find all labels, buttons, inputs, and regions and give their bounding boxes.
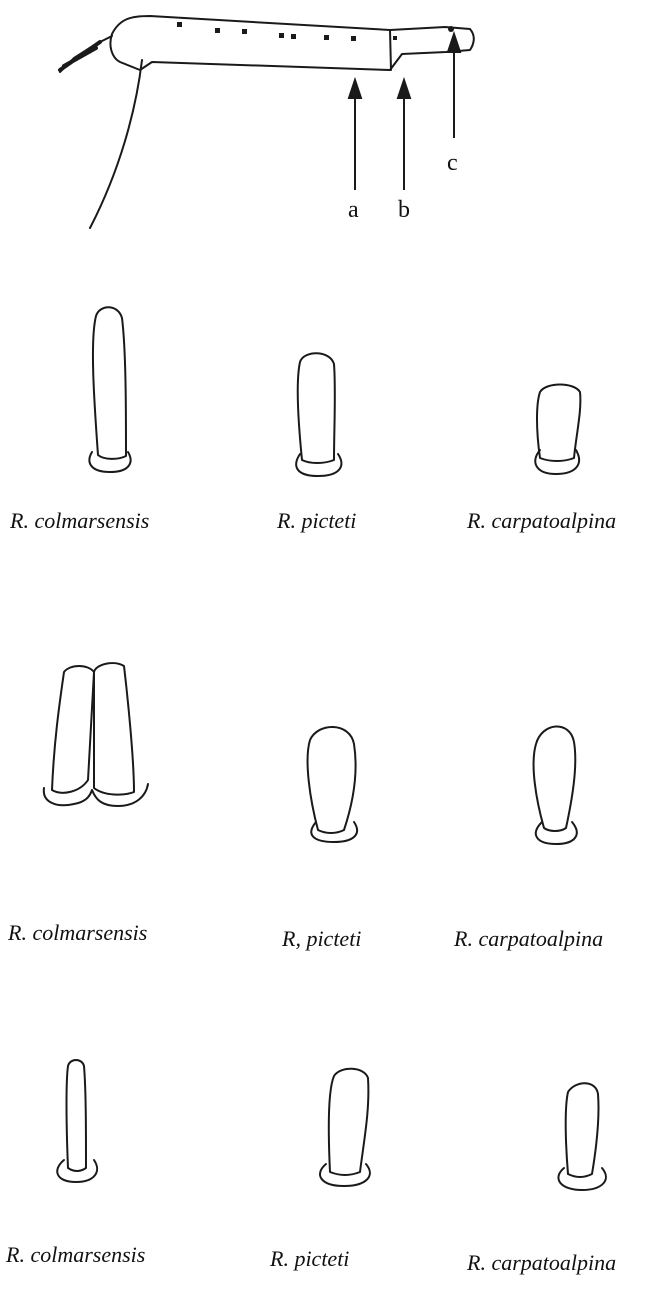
species-label-r3-c3: R. carpatoalpina xyxy=(466,1250,616,1275)
seta-carpatoalpina-row-3 xyxy=(558,1083,605,1190)
arrowhead-c xyxy=(448,34,460,52)
leg-drawing: a b c xyxy=(60,16,474,228)
seta-carpatoalpina-row-1 xyxy=(535,385,580,475)
setae-row-1 xyxy=(89,307,580,476)
attached-limb-curve xyxy=(90,60,142,228)
setae-row-2 xyxy=(44,663,577,844)
species-label-r2-c1: R. colmarsensis xyxy=(7,920,147,945)
setae-row-3 xyxy=(57,1060,606,1190)
species-label-r3-c2: R. picteti xyxy=(269,1246,349,1271)
species-label-r3-c1: R. colmarsensis xyxy=(5,1242,145,1267)
species-label-r2-c2: R, picteti xyxy=(281,926,361,951)
seta-colmarsensis-row-2 xyxy=(44,663,148,806)
seta-picteti-row-3 xyxy=(320,1069,370,1186)
seta-colmarsensis-row-1 xyxy=(89,307,130,472)
seta-colmarsensis-row-3 xyxy=(57,1060,97,1182)
leg-joint-line xyxy=(390,30,391,70)
claw-hairs xyxy=(60,42,100,70)
point-label-b: b xyxy=(398,197,410,223)
leg-segment-outline xyxy=(110,16,473,70)
species-label-r1-c1: R. colmarsensis xyxy=(9,508,149,533)
species-label-r1-c2: R. picteti xyxy=(276,508,356,533)
point-label-a: a xyxy=(348,197,359,223)
seta-picteti-row-1 xyxy=(296,353,341,476)
species-label-r1-c3: R. carpatoalpina xyxy=(466,508,616,533)
species-label-r2-c3: R. carpatoalpina xyxy=(453,926,603,951)
arrows xyxy=(349,34,460,190)
point-label-c: c xyxy=(447,150,458,176)
arrowhead-a xyxy=(349,80,361,98)
arrowhead-b xyxy=(398,80,410,98)
seta-carpatoalpina-row-2 xyxy=(534,726,577,844)
seta-picteti-row-2 xyxy=(308,727,358,842)
